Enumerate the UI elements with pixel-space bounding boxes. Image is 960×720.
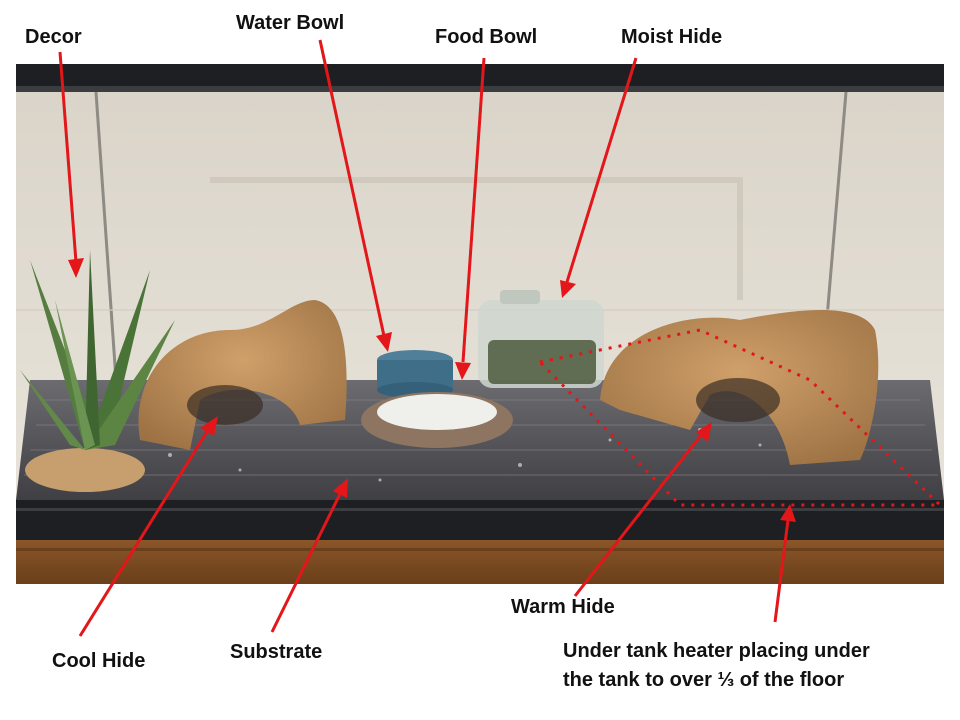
- water-bowl: [377, 350, 453, 398]
- food-bowl-label: Food Bowl: [435, 26, 538, 48]
- decor-plant: [20, 250, 175, 492]
- tank-top-frame: [16, 64, 944, 86]
- cool-hide-rock: [138, 300, 347, 450]
- cool-hide-label: Cool Hide: [52, 650, 146, 672]
- substrate-label: Substrate: [230, 641, 323, 663]
- moist-hide-jar: [478, 290, 604, 388]
- decor-label: Decor: [25, 26, 82, 48]
- table: [16, 540, 944, 584]
- warm-hide-label: Warm Hide: [511, 596, 615, 618]
- water-bowl-label: Water Bowl: [236, 12, 345, 34]
- moist-hide-label: Moist Hide: [621, 26, 723, 48]
- warm-hide-rock: [600, 310, 879, 465]
- heater-label: Under tank heater placing under the tank…: [563, 640, 870, 691]
- food-bowl: [361, 392, 513, 448]
- tank-bottom-frame: [16, 500, 944, 540]
